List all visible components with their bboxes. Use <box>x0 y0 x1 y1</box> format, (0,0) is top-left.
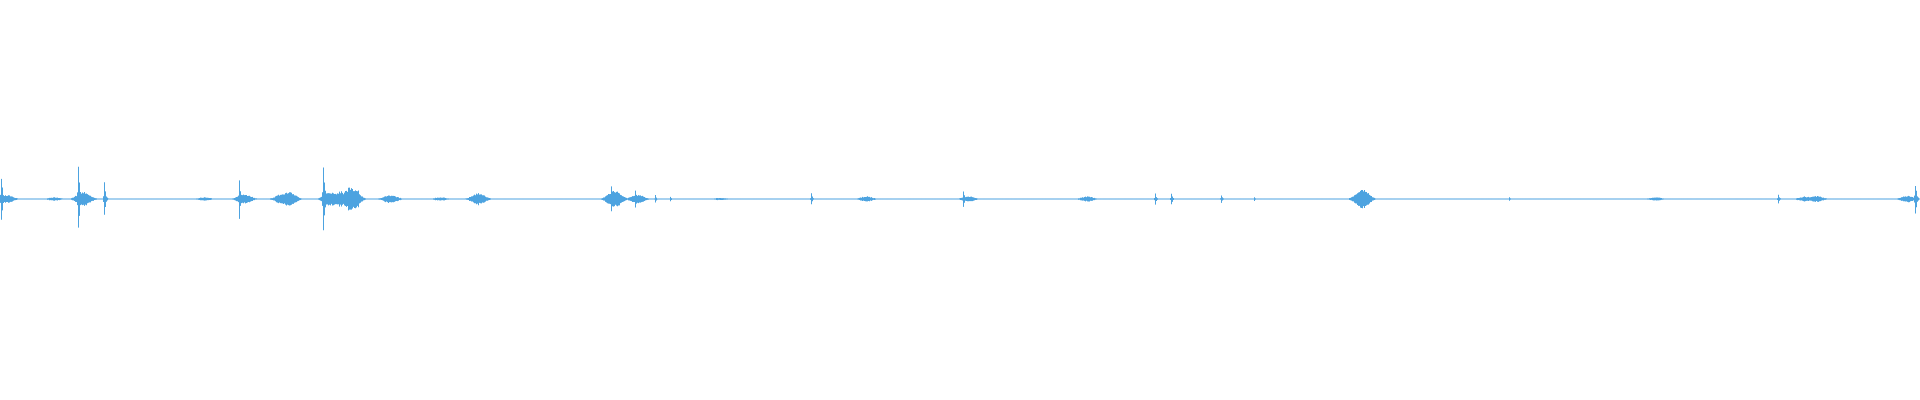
waveform-trace <box>0 166 1920 231</box>
